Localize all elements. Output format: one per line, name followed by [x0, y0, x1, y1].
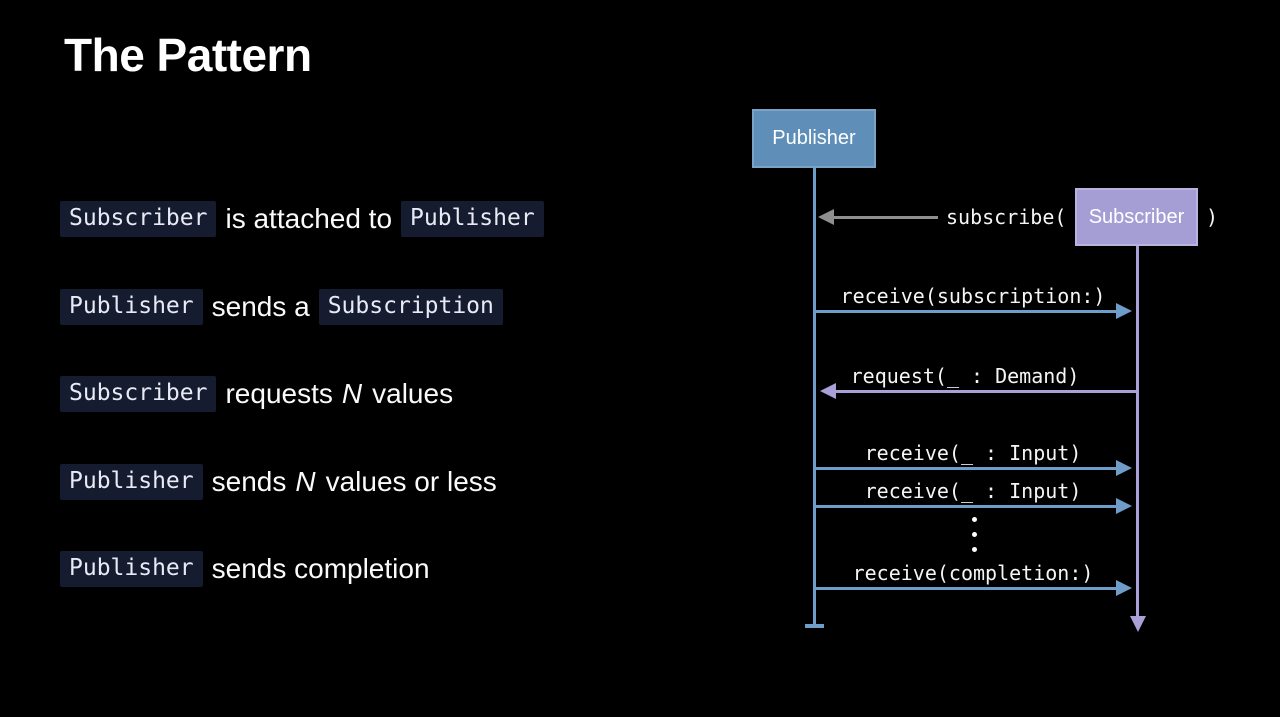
receive-subscription-arrow — [815, 303, 1132, 319]
arrowhead-right-icon — [1116, 460, 1132, 476]
subscriber-lifeline — [1136, 246, 1139, 618]
code-chip: Publisher — [60, 464, 203, 500]
code-chip: Publisher — [401, 201, 544, 237]
n-variable: N — [295, 466, 316, 497]
code-chip: Publisher — [60, 551, 203, 587]
publisher-lifeline — [813, 168, 816, 627]
message-label: receive(_ : Input) — [864, 479, 1082, 503]
request-demand-arrow — [820, 383, 1137, 399]
code-chip: Publisher — [60, 289, 203, 325]
arrowhead-right-icon — [1116, 498, 1132, 514]
bullet-text: requests — [225, 378, 333, 409]
bullet-text: is attached to — [225, 203, 393, 234]
bullet-publisher-sends-completion: Publisher sends completion — [60, 551, 430, 587]
subscriber-lifeline-arrowhead-icon — [1130, 616, 1146, 632]
bullet-text: values or less — [325, 466, 497, 497]
subscriber-actor-box: Subscriber — [1075, 188, 1198, 246]
code-chip: Subscription — [318, 289, 503, 325]
page-title: The Pattern — [64, 29, 312, 81]
bullet-subscriber-attached: Subscriber is attached to Publisher — [60, 201, 544, 237]
subscribe-arrow — [818, 209, 938, 225]
ellipsis-dot — [972, 517, 977, 522]
bullet-publisher-sends-subscription: Publisher sends a Subscription — [60, 289, 503, 325]
publisher-actor-box: Publisher — [752, 109, 876, 168]
bullet-text: sends — [211, 466, 287, 497]
receive-input-arrow-2 — [815, 498, 1132, 514]
subscribe-call-prefix: subscribe( — [946, 205, 1067, 229]
code-chip: Subscriber — [60, 201, 217, 237]
bullet-publisher-sends-values: Publisher sends N values or less — [60, 464, 497, 500]
arrowhead-left-icon — [818, 209, 834, 225]
message-label: receive(subscription:) — [840, 284, 1106, 308]
arrowhead-right-icon — [1116, 580, 1132, 596]
message-label: receive(completion:) — [852, 561, 1094, 585]
ellipsis-dot — [972, 532, 977, 537]
bullet-text: sends completion — [211, 553, 430, 584]
ellipsis-dot — [972, 547, 977, 552]
message-label: receive(_ : Input) — [864, 441, 1082, 465]
n-variable: N — [341, 378, 363, 409]
receive-input-arrow-1 — [815, 460, 1132, 476]
bullet-text: sends a — [211, 291, 310, 322]
code-chip: Subscriber — [60, 376, 217, 412]
subscribe-call-suffix: ) — [1206, 205, 1219, 229]
bullet-subscriber-requests: Subscriber requests N values — [60, 376, 453, 412]
arrowhead-left-icon — [820, 383, 836, 399]
arrowhead-right-icon — [1116, 303, 1132, 319]
publisher-lifeline-end-cap — [805, 624, 824, 628]
bullet-text: values — [372, 378, 454, 409]
message-label: request(_ : Demand) — [850, 364, 1080, 388]
receive-completion-arrow — [815, 580, 1132, 596]
